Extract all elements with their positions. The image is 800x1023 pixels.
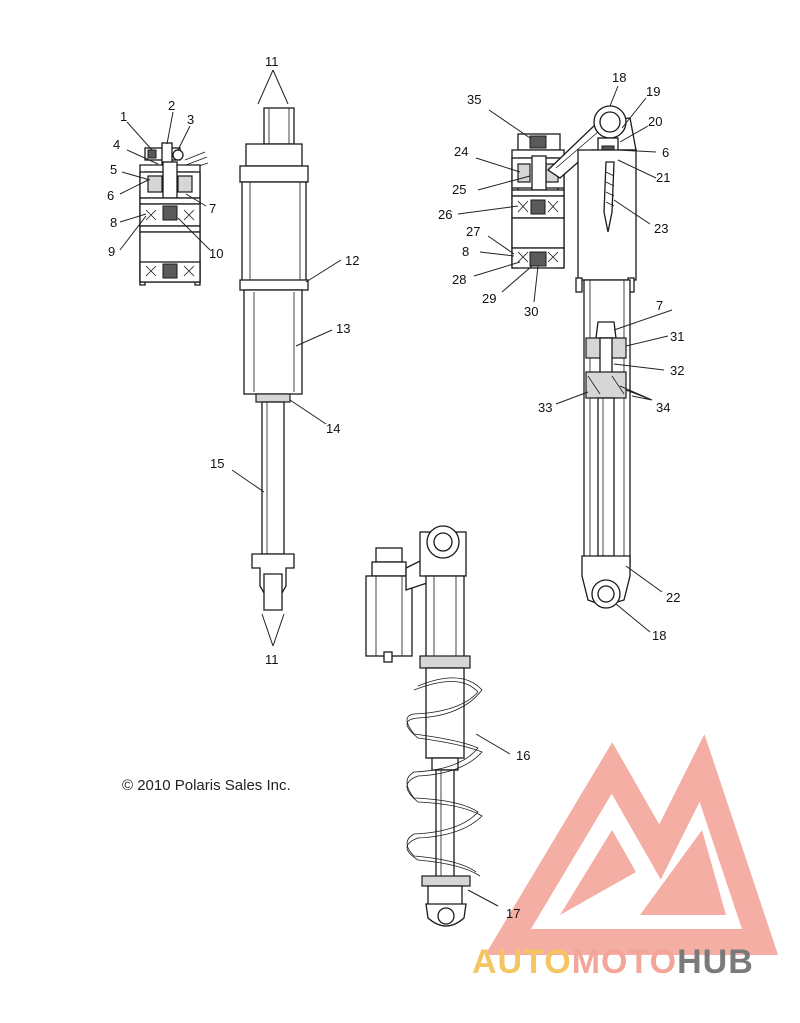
watermark-moto: MOTO	[572, 943, 677, 981]
callout-23: 23	[654, 221, 668, 236]
callout-1: 1	[120, 109, 127, 124]
callout-10: 10	[209, 246, 223, 261]
callout-8: 8	[110, 215, 117, 230]
callout-13: 13	[336, 321, 350, 336]
callout-4: 4	[113, 137, 120, 152]
callout-3: 3	[187, 112, 194, 127]
callout-7-right: 7	[656, 298, 663, 313]
callout-17: 17	[506, 906, 520, 921]
callout-28: 28	[452, 272, 466, 287]
watermark-hub: HUB	[677, 943, 754, 981]
callout-2: 2	[168, 98, 175, 113]
callout-27: 27	[466, 224, 480, 239]
callout-30: 30	[524, 304, 538, 319]
callout-19: 19	[646, 84, 660, 99]
callout-24: 24	[454, 144, 468, 159]
callout-6-right: 6	[662, 145, 669, 160]
callout-15: 15	[210, 456, 224, 471]
callout-11-top: 11	[265, 54, 279, 69]
center-shock-body	[239, 107, 309, 611]
callout-18-top: 18	[612, 70, 626, 85]
callout-14: 14	[326, 421, 340, 436]
callout-5: 5	[110, 162, 117, 177]
callout-8-right: 8	[462, 244, 469, 259]
copyright-text: © 2010 Polaris Sales Inc.	[122, 777, 291, 794]
callout-12: 12	[345, 253, 359, 268]
callout-21: 21	[656, 170, 670, 185]
callout-34: 34	[656, 400, 670, 415]
callout-26: 26	[438, 207, 452, 222]
watermark-auto: AUTO	[472, 943, 572, 981]
right-shock-cutaway	[511, 105, 637, 609]
callout-32: 32	[670, 363, 684, 378]
callout-6: 6	[107, 188, 114, 203]
reservoir-cutaway-left	[139, 142, 209, 286]
callout-25: 25	[452, 182, 466, 197]
callout-35: 35	[467, 92, 481, 107]
callout-18-bottom: 18	[652, 628, 666, 643]
callout-31: 31	[670, 329, 684, 344]
callout-11-bottom: 11	[265, 652, 279, 667]
coilover-shock	[365, 525, 483, 927]
leader-lines	[119, 69, 673, 907]
callout-33: 33	[538, 400, 552, 415]
callout-20: 20	[648, 114, 662, 129]
svg-text:AUTOMOTOHUB: AUTOMOTOHUB	[472, 943, 754, 981]
callout-29: 29	[482, 291, 496, 306]
callout-22: 22	[666, 590, 680, 605]
callout-labels: 1 2 3 4 5 6 7 8 9 10 11 11 12 13 14 15 1…	[107, 54, 684, 921]
callout-9: 9	[108, 244, 115, 259]
watermark-logo: AUTOMOTOHUB	[472, 734, 779, 981]
callout-16: 16	[516, 748, 530, 763]
callout-7: 7	[209, 201, 216, 216]
